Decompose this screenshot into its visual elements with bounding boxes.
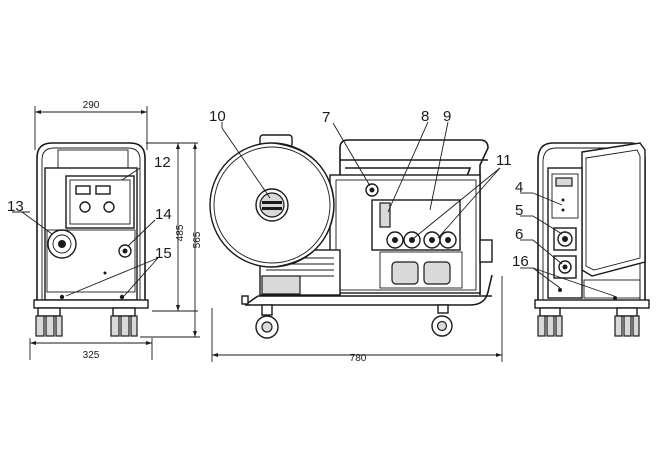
- front-display-right: [95, 185, 111, 195]
- callout-5: 5: [515, 202, 523, 219]
- callout-13: 13: [7, 198, 24, 215]
- side-bottom-frame: [245, 274, 493, 306]
- front-dimensions: 290 325 485 565: [29, 100, 203, 361]
- front-base: [33, 299, 149, 309]
- callout-12: 12: [154, 154, 171, 171]
- dim-780: 780: [350, 353, 367, 364]
- front-control-panel: [65, 175, 135, 229]
- rear-door: [581, 142, 646, 277]
- callout-9: 9: [443, 108, 451, 125]
- front-display-left: [75, 185, 91, 195]
- front-wheel-right: [110, 307, 138, 337]
- rear-wheel-left: [537, 307, 563, 337]
- callout-4: 4: [515, 179, 523, 196]
- dim-485: 485: [175, 224, 186, 241]
- dim-325: 325: [83, 350, 100, 361]
- front-wheel-left: [35, 307, 63, 337]
- front-knob-left: [79, 201, 91, 213]
- callout-15: 15: [155, 245, 172, 262]
- feeder-handle: [379, 202, 391, 228]
- front-knob-right: [103, 201, 115, 213]
- dim-565: 565: [192, 231, 203, 248]
- callout-6: 6: [515, 226, 523, 243]
- callout-14: 14: [155, 206, 172, 223]
- rear-base: [534, 299, 650, 309]
- callout-8: 8: [421, 108, 429, 125]
- dim-290: 290: [83, 100, 100, 111]
- front-handle: [36, 142, 146, 300]
- side-wheel-rear: [431, 304, 453, 337]
- callout-11: 11: [496, 152, 512, 169]
- side-dimensions: 780: [211, 276, 503, 364]
- rear-wheel-right: [614, 307, 640, 337]
- front-view: [12, 142, 159, 337]
- callout-7: 7: [322, 109, 330, 126]
- side-frame: [339, 139, 489, 295]
- callout-16: 16: [512, 253, 529, 270]
- side-view: [209, 121, 501, 339]
- rear-view: [520, 142, 650, 337]
- callout-10: 10: [209, 108, 226, 125]
- side-wheel-front: [255, 304, 279, 339]
